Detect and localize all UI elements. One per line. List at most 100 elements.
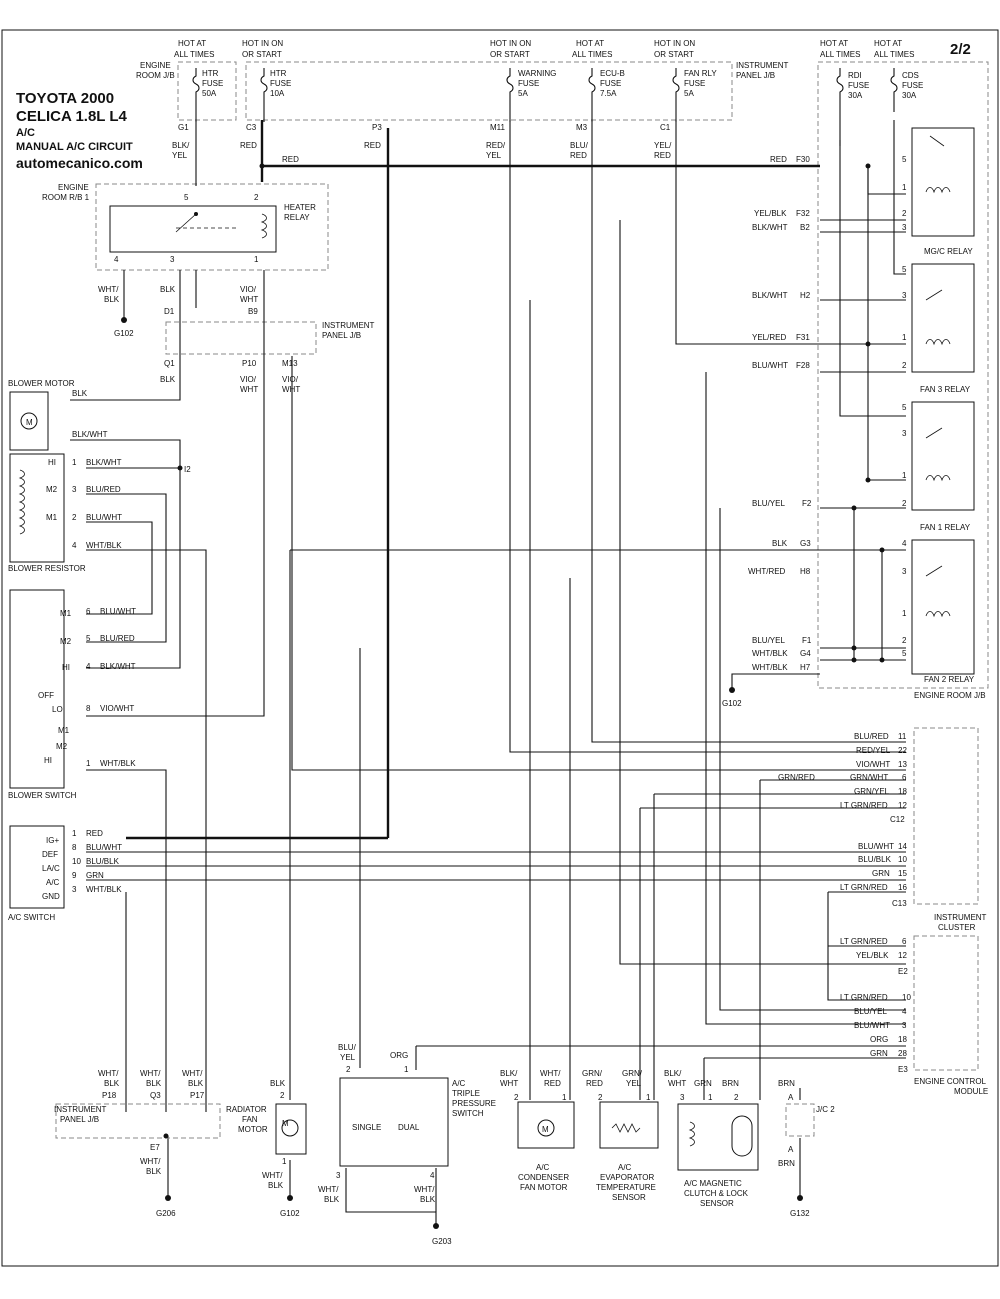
diagram-label: BLK	[772, 539, 788, 548]
diagram-label: E3	[898, 1065, 908, 1074]
diagram-label: LT GRN/RED	[840, 993, 888, 1002]
diagram-label: RELAY	[284, 213, 310, 222]
power-wires	[126, 120, 820, 840]
diagram-label: ECU-B	[600, 69, 625, 78]
diagram-label: FUSE	[518, 79, 539, 88]
diagram-label: LO	[52, 705, 63, 714]
diagram-label: WHT/	[262, 1171, 283, 1180]
diagram-label: YEL/BLK	[754, 209, 787, 218]
diagram-label: 5	[902, 649, 907, 658]
diagram-label: BLK	[146, 1167, 162, 1176]
diagram-label: HOT AT	[576, 39, 604, 48]
diagram-label: VIO/	[240, 375, 257, 384]
diagram-label: MODULE	[954, 1087, 988, 1096]
diagram-label: BLK	[270, 1079, 286, 1088]
fuse-warning	[506, 68, 514, 122]
diagram-label: F32	[796, 209, 810, 218]
blower-switch-box	[9, 589, 65, 789]
diagram-label: HI	[48, 458, 56, 467]
diagram-label: WHT/	[98, 1069, 119, 1078]
diagram-label: CLUSTER	[938, 923, 976, 932]
jc2-box	[785, 1103, 815, 1137]
diagram-label: PANEL J/B	[60, 1115, 99, 1124]
diagram-label: HI	[62, 663, 70, 672]
diagram-label: RED	[544, 1079, 561, 1088]
diagram-label: HTR	[202, 69, 219, 78]
diagram-label: G203	[432, 1237, 452, 1246]
diagram-label: 4	[902, 539, 907, 548]
diagram-label: WHT/	[414, 1185, 435, 1194]
diagram-label: E2	[898, 967, 908, 976]
diagram-label: BLK	[160, 375, 176, 384]
diagram-label: INSTRUMENT	[322, 321, 375, 330]
diagram-label: B2	[800, 223, 810, 232]
diagram-label: 4	[430, 1171, 435, 1180]
diagram-label: G1	[178, 123, 189, 132]
diagram-label: M	[26, 418, 33, 427]
diagram-label: WHT/BLK	[752, 649, 788, 658]
ac-switch-box	[9, 825, 65, 909]
diagram-label: GRN	[694, 1079, 712, 1088]
signal-wires	[70, 120, 906, 1224]
diagram-label: WARNING	[518, 69, 556, 78]
instrument-cluster-box	[913, 727, 979, 905]
condenser-fan-motor-box	[517, 1101, 575, 1149]
diagram-label: F30	[796, 155, 810, 164]
diagram-label: 6	[902, 773, 907, 782]
diagram-label: FUSE	[202, 79, 223, 88]
diagram-label: BRN	[778, 1079, 795, 1088]
diagram-label: OR START	[490, 50, 530, 59]
diagram-label: HOT IN ON	[242, 39, 283, 48]
diagram-label: 5	[902, 403, 907, 412]
site-name: automecanico.com	[16, 155, 143, 171]
diagram-label: ENGINE CONTROL	[914, 1077, 987, 1086]
diagram-label: C3	[246, 123, 257, 132]
title-line-1: TOYOTA 2000	[16, 90, 114, 107]
diagram-label: HI	[44, 756, 52, 765]
diagram-label: 10A	[270, 89, 285, 98]
diagram-label: 3	[902, 291, 907, 300]
splice-dots	[163, 163, 885, 1139]
engine-room-rb1-box	[95, 183, 329, 271]
instrument-panel-jb-top-box	[245, 61, 733, 121]
diagram-label: 9	[72, 871, 77, 880]
diagram-label: 3	[902, 429, 907, 438]
diagram-label: INSTRUMENT	[934, 913, 987, 922]
diagram-label: VIO/	[282, 375, 299, 384]
diagram-label: 2	[254, 193, 259, 202]
diagram-label: TRIPLE	[452, 1089, 480, 1098]
diagram-label: RED	[282, 155, 299, 164]
diagram-label: 2	[902, 209, 907, 218]
diagram-label: OR START	[654, 50, 694, 59]
heater-relay-box	[109, 205, 277, 253]
diagram-label: 1	[254, 255, 259, 264]
diagram-label: WHT/RED	[748, 567, 786, 576]
heater-relay-coil	[260, 213, 267, 239]
diagram-label: 1	[902, 183, 907, 192]
diagram-label: TEMPERATURE	[596, 1183, 656, 1192]
diagram-label: HOT AT	[874, 39, 902, 48]
diagram-label: 8	[86, 704, 91, 713]
diagram-label: 2	[280, 1091, 285, 1100]
diagram-label: 50A	[202, 89, 217, 98]
diagram-label: WHT/	[540, 1069, 561, 1078]
diagram-label: 4	[902, 1007, 907, 1016]
diagram-label: 5	[902, 155, 907, 164]
diagram-label: GRN/YEL	[854, 787, 890, 796]
diagram-label: 3	[336, 1171, 341, 1180]
diagram-label: F28	[796, 361, 810, 370]
heater-relay-pivot	[194, 212, 198, 216]
diagram-label: FUSE	[902, 81, 923, 90]
diagram-label: B9	[248, 307, 258, 316]
diagram-label: 3	[72, 485, 77, 494]
diagram-label: 2	[346, 1065, 351, 1074]
diagram-label: BLU/YEL	[752, 499, 785, 508]
diagram-label: HOT AT	[820, 39, 848, 48]
diagram-label: MOTOR	[238, 1125, 268, 1134]
diagram-label: M1	[58, 726, 70, 735]
diagram-label: BLK/WHT	[752, 223, 788, 232]
diagram-label: ROOM R/B 1	[42, 193, 90, 202]
title-line-3: A/C	[16, 127, 35, 139]
